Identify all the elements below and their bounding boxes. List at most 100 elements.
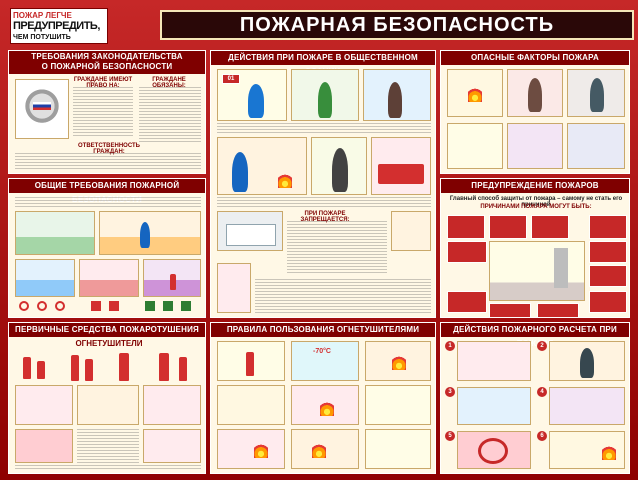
crew-step-5-number: 5 <box>445 431 455 441</box>
fire-truck-icon <box>378 164 424 184</box>
hazard-heat-image <box>507 69 563 117</box>
poster-title: ПОЖАРНАЯ БЕЗОПАСНОСТЬ <box>239 13 555 36</box>
hazard-explosion-image <box>567 123 625 169</box>
hazard-smoke-image <box>567 69 625 117</box>
ambulance-image <box>217 211 283 251</box>
air-foam-extinguisher-icon <box>119 353 129 381</box>
rule-5-fire-icon <box>320 402 334 416</box>
fire-shield-image <box>143 429 201 463</box>
poster-header: ПОЖАР ЛЕГЧЕ ПРЕДУПРЕДИТЬ, ЧЕМ ПОТУШИТЬ П… <box>4 4 634 44</box>
prevention-subtitle-1: Главный способ защиты от пожара – самому… <box>449 196 623 208</box>
slogan-line-2: ПРЕДУПРЕДИТЬ, <box>13 20 100 32</box>
crew-step-5-image <box>457 431 531 469</box>
person-heat-figure <box>528 78 542 112</box>
ambulance-icon <box>226 224 276 246</box>
exit-door-sign-icon <box>181 301 191 311</box>
emblem-image <box>15 79 69 139</box>
alarm-image <box>291 69 359 121</box>
extinguishing-image <box>217 137 307 195</box>
warning-text <box>255 279 431 313</box>
water-extinguisher-icon <box>71 355 79 381</box>
cause-badge-9 <box>489 303 531 317</box>
laws-title-2: О ПОЖАРНОЙ БЕЗОПАСНОСТИ <box>41 62 173 71</box>
person-exit-figure <box>388 82 402 118</box>
extinguisher-room-image <box>143 259 201 297</box>
rule-1-extinguisher-icon <box>246 352 254 376</box>
panel-public-building-header: ДЕЙСТВИЯ ПРИ ПОЖАРЕ В ОБЩЕСТВЕННОМ ЗДАНИ… <box>211 51 435 76</box>
hazard-flame-image <box>447 69 503 117</box>
forbidden-label: ПРИ ПОЖАРЕ ЗАПРЕЩАЕТСЯ: <box>300 211 350 223</box>
chimney-icon <box>554 248 568 288</box>
door-image <box>79 259 139 297</box>
panel-prevention-header: ПРЕДУПРЕЖДЕНИЕ ПОЖАРОВ <box>441 179 629 193</box>
room-interior-image <box>489 241 585 301</box>
warning-poster-image <box>217 263 251 313</box>
person-alarm-figure <box>318 82 332 118</box>
prevention-subtitle-2: ПРИЧИНАМИ ПОЖАРА МОГУТ БЫТЬ: <box>480 204 592 210</box>
fire-icon <box>278 174 292 188</box>
rule-2-image: -70°С <box>291 341 359 381</box>
cause-badge-5 <box>447 241 487 263</box>
responsibility-text <box>15 153 201 171</box>
sand-box-text <box>77 429 139 463</box>
rule-1-image <box>217 341 285 381</box>
fire-extinguisher-sign-icon <box>91 301 101 311</box>
crew-member-figure <box>580 348 594 378</box>
fire-truck-image <box>371 137 431 195</box>
duties-label: ГРАЖДАНЕ ОБЯЗАНЫ: <box>152 77 186 89</box>
crew-step-4-image <box>549 387 625 425</box>
general-intro-text <box>15 197 201 209</box>
rule-3-image <box>365 341 431 381</box>
temperature-label: -70°С <box>313 348 331 355</box>
primary-means-footer <box>15 465 201 471</box>
firefighter-figure <box>332 148 348 192</box>
panel-hazards-header: ОПАСНЫЕ ФАКТОРЫ ПОЖАРА <box>441 51 629 65</box>
crew-step-2-image <box>549 341 625 381</box>
extinguishers-subtitle: ОГНЕТУШИТЕЛИ <box>75 339 143 348</box>
panel-extinguisher-rules-header: ПРАВИЛА ПОЛЬЗОВАНИЯ ОГНЕТУШИТЕЛЯМИ <box>211 323 435 337</box>
smoke-image <box>391 211 431 251</box>
caller-figure <box>248 84 264 118</box>
panel-primary-means-header: ПЕРВИЧНЫЕ СРЕДСТВА ПОЖАРОТУШЕНИЯ <box>9 323 205 337</box>
exit-arrow-sign-icon <box>163 301 173 311</box>
person-figure <box>140 222 150 248</box>
extinguisher-cart-image <box>15 385 73 425</box>
evacuation-image <box>363 69 431 121</box>
panel-primary-means: ПЕРВИЧНЫЕ СРЕДСТВА ПОЖАРОТУШЕНИЯ ОГНЕТУШ… <box>8 322 206 474</box>
exit-stairs-image <box>15 259 75 297</box>
fire-hose-sign-icon <box>109 301 119 311</box>
step-2-caption <box>217 197 431 207</box>
rule-6-image <box>365 385 431 425</box>
panel-general: ОБЩИЕ ТРЕБОВАНИЯ ПОЖАРНОЙ БЕЗОПАСНОСТИ <box>8 178 206 318</box>
rule-5-image <box>291 385 359 425</box>
crew-step-2-number: 2 <box>537 341 547 351</box>
rule-7-image <box>217 429 285 469</box>
co2-extinguisher-icon <box>85 359 93 381</box>
crew-step-4-number: 4 <box>537 387 547 397</box>
cause-badge-10 <box>537 303 579 317</box>
rule-3-fire-icon <box>392 356 406 370</box>
title-bar: ПОЖАРНАЯ БЕЗОПАСНОСТЬ <box>160 10 634 40</box>
laws-title-1: ТРЕБОВАНИЯ ЗАКОНОДАТЕЛЬСТВА <box>31 52 183 61</box>
rights-label: ГРАЖДАНЕ ИМЕЮТ ПРАВО НА: <box>73 77 133 89</box>
cause-badge-7 <box>589 265 627 287</box>
flag-icon <box>33 102 51 110</box>
panel-prevention: ПРЕДУПРЕЖДЕНИЕ ПОЖАРОВ Главный способ за… <box>440 178 630 318</box>
forbidden-list <box>287 221 387 275</box>
powder-extinguisher-icon <box>37 361 45 379</box>
crew-step-6-number: 6 <box>537 431 547 441</box>
crew-step-3-number: 3 <box>445 387 455 397</box>
cause-badge-8 <box>447 291 487 313</box>
extinguisher-set-image <box>77 385 139 425</box>
foam-extinguisher-icon <box>23 357 31 379</box>
slogan-logo: ПОЖАР ЛЕГЧЕ ПРЕДУПРЕДИТЬ, ЧЕМ ПОТУШИТЬ <box>10 8 108 44</box>
hazard-toxic-image <box>447 123 503 169</box>
cause-badge-6 <box>589 241 627 263</box>
responsibility-label: ОТВЕТСТВЕННОСТЬ ГРАЖДАН: <box>77 143 140 155</box>
slogan-line-3: ЧЕМ ПОТУШИТЬ <box>13 34 71 41</box>
rule-7-fire-icon <box>254 444 268 458</box>
person-smoke-figure <box>590 78 604 112</box>
corridor-image <box>99 211 201 255</box>
slogan-line-1: ПОЖАР ЛЕГЧЕ <box>13 11 72 20</box>
